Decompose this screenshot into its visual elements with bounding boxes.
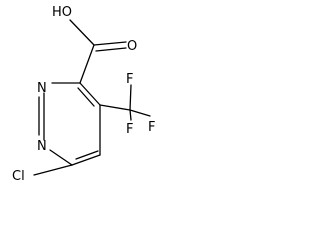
- bond-c4-c3-double: [77, 87, 95, 107]
- bond-carboxyl-oh: [69, 19, 95, 46]
- fluorine-bottom-label: F: [126, 122, 133, 137]
- nitrogen-top-label: N: [37, 81, 47, 96]
- molecule-structure: HO O N N F F F Cl: [12, 5, 155, 184]
- bond-c6-c5-double: [75, 150, 99, 160]
- bond-c3-carboxyl: [79, 44, 95, 84]
- fluorine-right-label: F: [148, 120, 155, 135]
- bond-carboxyl-o: [93, 41, 127, 46]
- bond-c4-cf3: [99, 104, 131, 111]
- carbonyl-oxygen-label: O: [127, 39, 137, 54]
- bond-cf3-f-right: [129, 109, 151, 117]
- hydroxyl-label: HO: [52, 5, 72, 20]
- bond-c6-cl: [33, 164, 73, 176]
- bond-cf3-f-bottom: [129, 109, 132, 121]
- bond-c6-c5: [71, 154, 101, 166]
- bond-cf3-f-top: [129, 84, 132, 111]
- chlorine-label: Cl: [12, 169, 25, 184]
- bond-n1-c6: [49, 149, 73, 166]
- fluorine-top-label: F: [126, 72, 133, 87]
- bond-c4-c3: [79, 82, 101, 106]
- bond-carboxyl-o-double: [95, 47, 127, 52]
- nitrogen-bottom-label: N: [37, 139, 47, 154]
